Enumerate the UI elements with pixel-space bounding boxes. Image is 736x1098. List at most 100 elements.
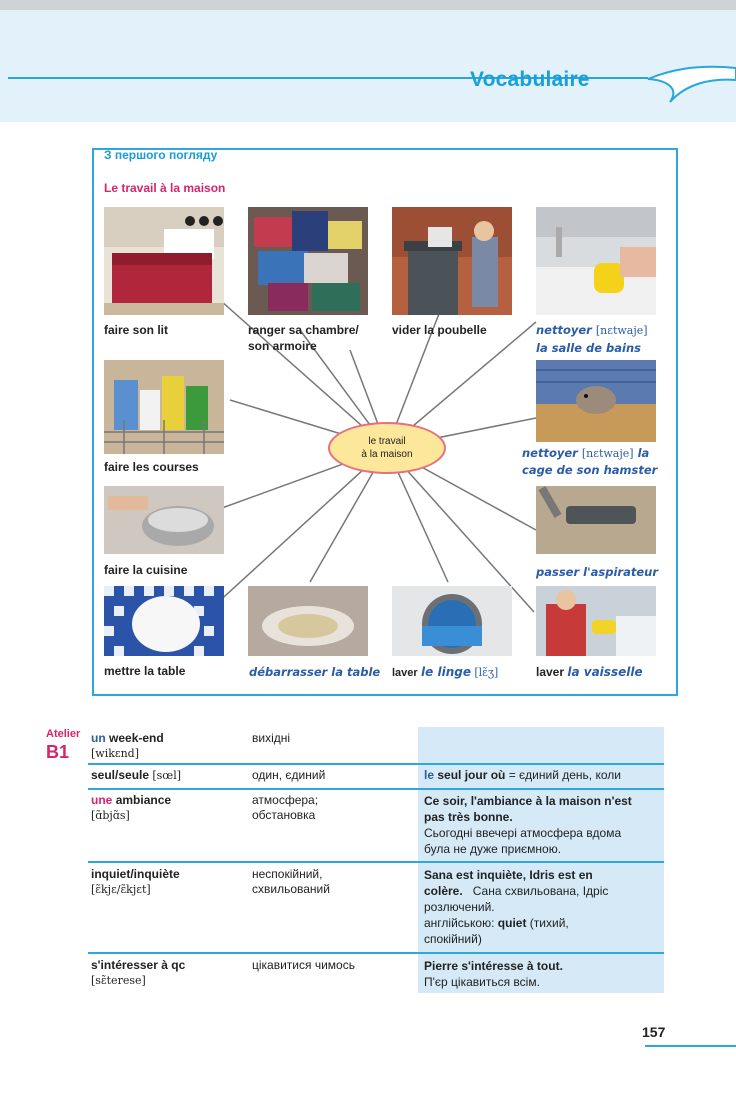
caption-word: nettoyer xyxy=(536,323,592,337)
caption-laver: laver xyxy=(536,665,565,679)
caption-word: la xyxy=(637,446,650,460)
example-translation: розлючений. xyxy=(424,900,495,914)
caption-passer-aspirateur: passer l'aspirateur xyxy=(536,565,658,579)
translation-line: неспокійний, xyxy=(252,867,323,881)
example-translation: П'єр цікавиться всім. xyxy=(424,975,540,989)
example-translation: була не дуже приємною. xyxy=(424,842,562,856)
caption-vaisselle: la vaisselle xyxy=(567,665,643,679)
caption-linge: le linge xyxy=(421,665,471,679)
atelier-label: Atelier xyxy=(46,728,81,740)
example-bold: quiet xyxy=(497,916,527,930)
photo-messy-clothes xyxy=(248,207,368,315)
caption-linge-phonetic: [lɛ̃ʒ] xyxy=(474,666,499,679)
caption-laver: laver xyxy=(392,667,418,679)
caption-mettre-la-table: mettre la table xyxy=(104,664,186,678)
example-note: спокійний) xyxy=(424,932,482,946)
caption-faire-son-lit: faire son lit xyxy=(104,323,169,337)
caption-salle-de-bains: la salle de bains xyxy=(536,341,641,355)
vocab-word: seul/seule xyxy=(91,768,150,782)
example-bold: Ce soir, l'ambiance à la maison n'est xyxy=(424,794,632,808)
caption-laver-la-vaisselle: laver la vaisselle xyxy=(536,664,643,680)
caption-nettoyer-hamster: nettoyer [nɛtwaje] la xyxy=(522,445,649,462)
translation-line: схвильований xyxy=(252,882,330,896)
example-bold: Pierre s'intéresse à tout. xyxy=(424,959,563,973)
caption-debarrasser-table: débarrasser la table xyxy=(249,665,381,679)
row-divider xyxy=(88,952,664,954)
header-rule xyxy=(8,77,648,79)
photo-trash-bin xyxy=(392,207,512,315)
photo-shopping-cart xyxy=(104,360,224,454)
atelier-level: B1 xyxy=(46,742,70,762)
caption-faire-les-courses: faire les courses xyxy=(104,460,199,474)
photo-hamster xyxy=(536,360,656,442)
translation-line: атмосфера; xyxy=(252,793,319,807)
translation-line: обстановка xyxy=(252,808,316,822)
vocab-example: Ce soir, l'ambiance à la maison n'est pa… xyxy=(424,793,632,857)
caption-ranger-2: son armoire xyxy=(248,339,317,353)
photo-table-plate xyxy=(104,586,224,656)
caption-phonetic: [nɛtwaje] xyxy=(581,447,634,460)
vocab-phonetic: [ɛ̃kjɛ/ɛ̃kjɛt] xyxy=(91,883,151,896)
page-number: 157 xyxy=(642,1024,666,1040)
vocab-translation: один, єдиний xyxy=(252,768,326,782)
photo-dirty-dishes xyxy=(248,586,368,656)
photo-washing-dishes xyxy=(536,586,656,656)
example-bold: colère. xyxy=(424,884,463,898)
photo-bed xyxy=(104,207,224,315)
caption-faire-la-cuisine: faire la cuisine xyxy=(104,563,188,577)
vocab-word: ambiance xyxy=(115,793,172,807)
example-article: le xyxy=(424,768,435,782)
vocab-word: week-end xyxy=(109,731,164,745)
vocab-article: un xyxy=(91,731,106,745)
example-bold: Sana est inquiète, Idris est en xyxy=(424,868,593,882)
photo-cooking-pot xyxy=(104,486,224,554)
vocab-headword: seul/seule [sœl] xyxy=(91,768,181,783)
example-bold: pas très bonne. xyxy=(424,810,513,824)
photo-vacuum xyxy=(536,486,656,554)
vocab-example: le seul jour où = єдиний день, коли xyxy=(424,768,621,783)
section-subtitle: Le travail à la maison xyxy=(104,181,226,195)
caption-vider-la-poubelle: vider la poubelle xyxy=(392,323,487,337)
example-note: англійською: xyxy=(424,916,495,930)
caption-phonetic: [nɛtwaje] xyxy=(595,324,648,337)
caption-nettoyer-salle-de-bains: nettoyer [nɛtwaje] xyxy=(536,322,648,339)
row-divider xyxy=(88,763,664,765)
caption-ranger-1: ranger sa chambre/ xyxy=(248,323,359,337)
vocab-phonetic: [sɛ̃terese] xyxy=(91,974,146,987)
example-translation: Сьогодні ввечері атмосфера вдома xyxy=(424,826,622,840)
vocab-translation: вихідні xyxy=(252,731,291,745)
example-note: (тихий, xyxy=(529,916,569,930)
vocab-article: une xyxy=(91,793,113,807)
photo-bathroom xyxy=(536,207,656,315)
vocab-headword: s'intéresser à qc [sɛ̃terese] xyxy=(91,958,185,988)
examples-column xyxy=(418,727,664,993)
header-swoosh-icon xyxy=(647,65,736,103)
vocab-word: inquiet/inquiète xyxy=(91,867,180,881)
caption-cage-hamster: cage de son hamster xyxy=(522,463,658,477)
row-divider xyxy=(88,861,664,863)
vocab-phonetic: [ɑ̃bjɑ̃s] xyxy=(91,809,130,822)
hub-line-2: à la maison xyxy=(361,449,413,460)
vocab-example: Sana est inquiète, Idris est en colère. … xyxy=(424,867,608,947)
example-translation: Сана схвильована, Ідріс xyxy=(472,884,609,898)
page-header: Vocabulaire xyxy=(0,10,736,122)
example-translation: = єдиний день, коли xyxy=(508,768,621,782)
top-bar xyxy=(0,0,736,10)
vocab-translation: неспокійний, схвильований xyxy=(252,867,330,897)
photo-washing-machine xyxy=(392,586,512,656)
vocab-phonetic: [sœl] xyxy=(152,769,181,782)
hub-line-1: le travail xyxy=(368,436,406,447)
vocab-phonetic: [wikɛnd] xyxy=(91,747,140,760)
vocab-example: Pierre s'intéresse à tout. П'єр цікавить… xyxy=(424,958,563,990)
mind-map-hub: le travail à la maison xyxy=(328,422,446,474)
vocab-translation: атмосфера; обстановка xyxy=(252,793,318,823)
page-title: Vocabulaire xyxy=(470,68,590,91)
caption-word: nettoyer xyxy=(522,446,578,460)
page-number-rule xyxy=(645,1045,736,1047)
row-divider xyxy=(88,788,664,790)
caption-laver-le-linge: laver le linge [lɛ̃ʒ] xyxy=(392,664,498,681)
vocab-translation: цікавитися чимось xyxy=(252,958,355,972)
vocab-headword: une ambiance [ɑ̃bjɑ̃s] xyxy=(91,793,171,823)
section-title: З першого погляду xyxy=(104,148,218,162)
vocab-headword: inquiet/inquiète [ɛ̃kjɛ/ɛ̃kjɛt] xyxy=(91,867,180,897)
